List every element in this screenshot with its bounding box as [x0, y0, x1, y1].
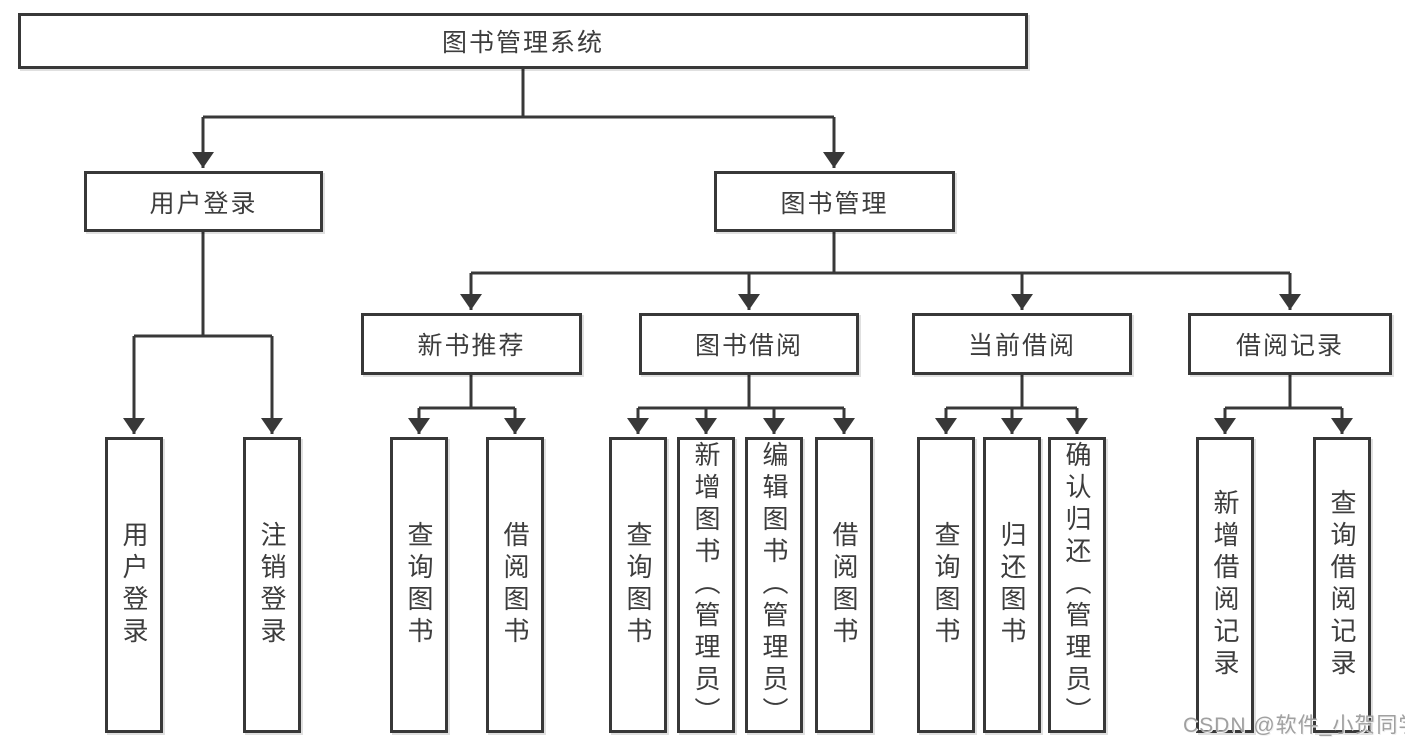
leaf-newbook-borrow-books-label: 借阅图书	[500, 521, 530, 649]
node-library-system: 图书管理系统	[18, 13, 1028, 69]
node-current-borrow: 当前借阅	[912, 313, 1132, 375]
leaf-borrow-borrow-books: 借阅图书	[815, 437, 873, 733]
leaf-borrow-borrow-books-label: 借阅图书	[829, 521, 859, 649]
node-borrow-records: 借阅记录	[1188, 313, 1392, 375]
leaf-current-return-books-label: 归还图书	[997, 521, 1027, 649]
leaf-borrow-query-books-label: 查询图书	[623, 521, 653, 649]
leaf-logout: 注销登录	[243, 437, 301, 733]
leaf-borrow-query-books: 查询图书	[609, 437, 667, 733]
leaf-newbook-borrow-books: 借阅图书	[486, 437, 544, 733]
watermark: CSDN @软件_小贺同学	[1183, 714, 1405, 737]
leaf-current-confirm-return-admin-label: 确认归还（管理员）	[1062, 441, 1092, 729]
leaf-current-confirm-return-admin: 确认归还（管理员）	[1048, 437, 1106, 733]
leaf-borrow-edit-books-admin-label: 编辑图书（管理员）	[759, 441, 789, 729]
leaf-borrow-edit-books-admin: 编辑图书（管理员）	[745, 437, 803, 733]
leaf-records-query-record: 查询借阅记录	[1313, 437, 1371, 733]
leaf-logout-label: 注销登录	[257, 521, 287, 649]
leaf-records-add-record-label: 新增借阅记录	[1210, 489, 1240, 681]
node-user-login: 用户登录	[84, 171, 323, 232]
leaf-current-return-books: 归还图书	[983, 437, 1041, 733]
leaf-records-add-record: 新增借阅记录	[1196, 437, 1254, 733]
leaf-current-query-books-label: 查询图书	[931, 521, 961, 649]
leaf-records-query-record-label: 查询借阅记录	[1327, 489, 1357, 681]
leaf-newbook-query-books: 查询图书	[390, 437, 448, 733]
leaf-newbook-query-books-label: 查询图书	[404, 521, 434, 649]
node-book-management: 图书管理	[714, 171, 955, 232]
leaf-user-login-label: 用户登录	[119, 521, 149, 649]
leaf-borrow-add-books-admin-label: 新增图书（管理员）	[691, 441, 721, 729]
node-new-book-recommend: 新书推荐	[361, 313, 582, 375]
leaf-user-login: 用户登录	[105, 437, 163, 733]
node-book-borrow: 图书借阅	[639, 313, 859, 375]
leaf-borrow-add-books-admin: 新增图书（管理员）	[677, 437, 735, 733]
leaf-current-query-books: 查询图书	[917, 437, 975, 733]
